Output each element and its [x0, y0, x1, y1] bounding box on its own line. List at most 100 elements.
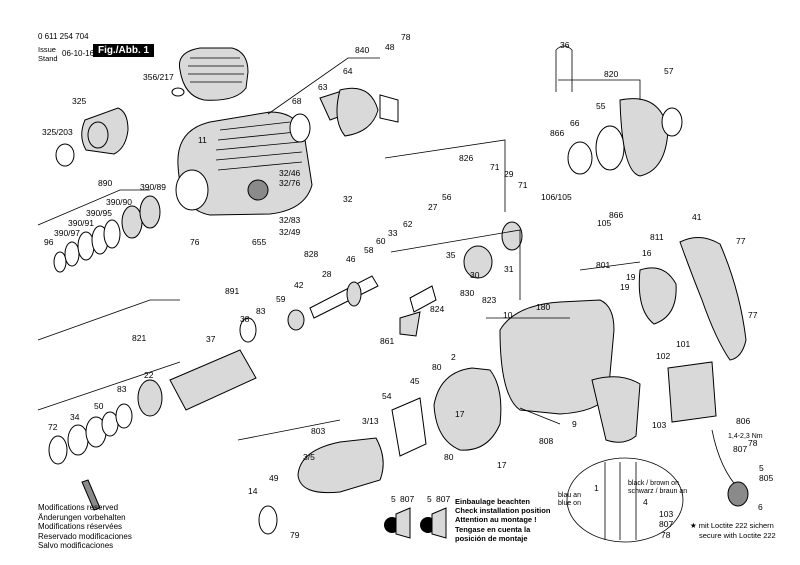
callout: 821 — [132, 333, 146, 343]
callout: 32/46 — [279, 168, 301, 178]
switch-101 — [667, 361, 717, 423]
note-line: Änderungen vorbehalten — [38, 512, 126, 522]
callout: 820 — [604, 69, 618, 79]
callout: 390/97 — [54, 228, 80, 238]
callout: 19 — [620, 282, 630, 292]
callout: 77 — [748, 310, 758, 320]
figure-label: Fig./Abb. 1 — [93, 44, 155, 57]
issue-label-de: Stand — [38, 54, 58, 63]
ring-68 — [289, 113, 311, 143]
callout: 11 — [198, 135, 207, 145]
callout: 32 — [343, 194, 353, 204]
callout: 62 — [403, 219, 413, 229]
bearing-64 — [336, 87, 379, 137]
doc-number: 0 611 254 704 — [38, 32, 89, 41]
callout: 805 — [759, 473, 773, 483]
callout: 390/89 — [140, 182, 166, 192]
gear-housing — [175, 111, 313, 216]
loctite-line: secure with Loctite 222 — [699, 530, 776, 540]
callout: 325/203 — [42, 127, 73, 137]
callout: 76 — [190, 237, 200, 247]
armature-3-5 — [297, 437, 384, 494]
callout: 4 — [643, 497, 648, 507]
callout: 830 — [460, 288, 474, 298]
callout: 890 — [98, 178, 112, 188]
issue-label: Issue Stand — [38, 44, 58, 63]
note-line: Salvo modificaciones — [38, 541, 114, 550]
check-line: Einbaulage beachten — [455, 497, 531, 506]
callout: 356/217 — [143, 72, 174, 82]
callout: 37 — [206, 334, 216, 344]
callout: 103 — [659, 509, 673, 519]
ring-stack-bottom — [48, 403, 133, 465]
callout: 36 — [560, 40, 570, 50]
gear-22 — [137, 379, 163, 417]
grip-9 — [591, 376, 641, 443]
shaft-28 — [309, 275, 379, 319]
callout: 1 — [594, 483, 599, 493]
sleeve-46 — [346, 281, 362, 307]
callout: 35 — [446, 250, 456, 260]
blue-de: blau an — [558, 492, 581, 499]
callout: 325 — [72, 96, 86, 106]
callout: 79 — [290, 530, 300, 540]
callout: 3/5 — [303, 452, 315, 462]
check-line: Check installation position — [455, 506, 551, 516]
callout: 83 — [117, 384, 127, 394]
callout: 5 — [391, 494, 396, 504]
callout: 50 — [94, 401, 104, 411]
callout: 5 — [427, 494, 432, 504]
callout: 807 — [659, 519, 673, 529]
black-brown-wire-label: black / brown on schwarz / braun an — [628, 480, 687, 496]
callout: 6 — [758, 502, 763, 512]
callout: 29 — [504, 169, 514, 179]
callout: 66 — [570, 118, 580, 128]
callout: 72 — [48, 422, 58, 432]
callout: 19 — [626, 272, 636, 282]
check-line: Tengase en cuenta la — [455, 524, 531, 534]
blue-en: blue on — [558, 500, 581, 507]
callout: 891 — [225, 286, 239, 296]
note-line: Modifications reserved — [38, 503, 119, 512]
wiring-lines — [604, 462, 637, 540]
callout: 38 — [240, 314, 250, 324]
callout: 41 — [692, 212, 702, 222]
issue-label-en: Issue — [38, 45, 56, 54]
blue-wire-label: blau an blue on — [558, 492, 581, 508]
callout: 63 — [318, 82, 328, 92]
callout: 16 — [642, 248, 652, 258]
callout: 60 — [376, 236, 386, 246]
callout: 866 — [609, 210, 623, 220]
issue-date: 06-10-16 — [62, 49, 95, 58]
check-line: posición de montaje — [455, 533, 528, 543]
callout: 71 — [490, 162, 500, 172]
callout: 78 — [661, 530, 671, 540]
fan-14 — [258, 505, 278, 535]
callout: 78 — [401, 32, 411, 42]
callout: 824 — [430, 304, 444, 314]
callout: 30 — [470, 270, 480, 280]
part-824 — [409, 285, 437, 313]
callout: 28 — [322, 269, 332, 279]
callout: 866 — [550, 128, 564, 138]
callout: 103 — [652, 420, 666, 430]
callout: 45 — [410, 376, 420, 386]
brush-plate-45 — [391, 397, 427, 457]
wiring-detail — [566, 457, 684, 543]
callout: 34 — [70, 412, 80, 422]
callout: 32/49 — [279, 227, 301, 237]
callout: 32/76 — [279, 178, 301, 188]
callout: 78 — [748, 438, 758, 448]
part-861 — [399, 311, 421, 337]
callout: 64 — [343, 66, 353, 76]
callout: 80 — [444, 452, 454, 462]
callout: 807 — [733, 444, 747, 454]
callout: 80 — [432, 362, 442, 372]
callout: 808 — [539, 436, 553, 446]
callout: 59 — [276, 294, 286, 304]
callout: 105 — [597, 218, 611, 228]
callout: 655 — [252, 237, 266, 247]
plate-48 — [379, 94, 399, 123]
callout: 17 — [455, 409, 465, 419]
